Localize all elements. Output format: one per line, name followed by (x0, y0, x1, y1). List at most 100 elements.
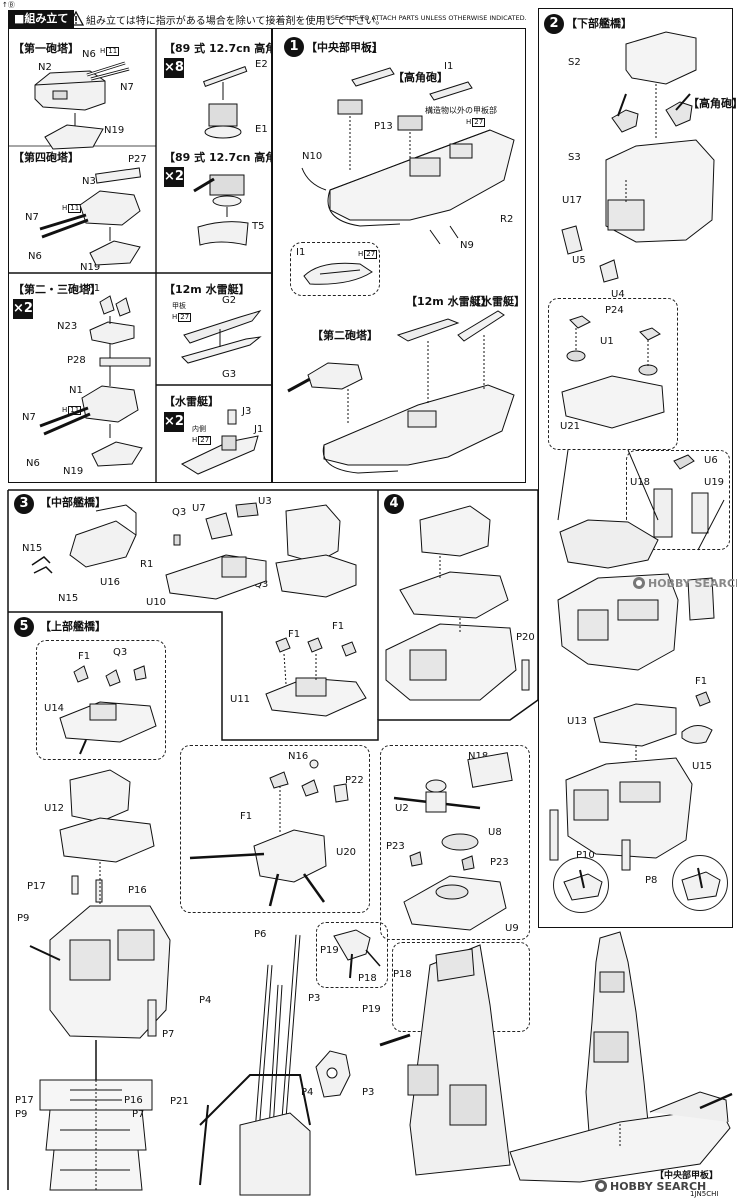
boat12m-title: 【12m 水雷艇】 (164, 283, 250, 296)
u20-drawing (184, 756, 368, 910)
part-label: P9 (15, 1109, 28, 1120)
step1-title: 【中央部甲板】 (306, 41, 383, 54)
part-label: P16 (128, 885, 147, 896)
quantity-badge: ×2 (13, 299, 33, 319)
step5-title: 【上部艦橋】 (40, 620, 106, 633)
detail-callout (290, 242, 380, 296)
part-label: P21 (170, 1096, 189, 1107)
u9-drawing (390, 752, 530, 937)
part-label: U14 (44, 703, 65, 714)
p19-detail-drawing (330, 926, 385, 986)
aa-gun-b-drawing (190, 165, 260, 250)
part-label: U19 (704, 477, 725, 488)
center-deck-label: 【中央部甲板】 (655, 1171, 719, 1181)
step-number: 4 (384, 494, 404, 514)
part-label: P18 (393, 969, 412, 980)
part-label: E1 (255, 124, 268, 135)
turret2-label: 【第二砲塔】 (312, 329, 378, 342)
final-assembly-drawing (500, 932, 735, 1192)
part-label: N19 (104, 125, 125, 136)
part-label: P24 (605, 305, 624, 316)
part-label: J1 (254, 424, 264, 435)
part-label: U1 (600, 336, 614, 347)
part-label: U4 (611, 289, 625, 300)
boat-detail-drawing (300, 256, 375, 294)
part-label: S3 (568, 152, 581, 163)
warning-icon (68, 11, 84, 26)
part-label: N3 (82, 176, 96, 187)
u14-drawing (50, 660, 162, 756)
detail-callout (548, 298, 678, 450)
part-label: P9 (17, 913, 30, 924)
part-label: F1 (288, 629, 301, 640)
turret1-drawing (25, 55, 145, 160)
part-label: N1 (69, 385, 83, 396)
aa-a-title: 【89 式 12.7cn 高角砲 A】 (164, 42, 311, 55)
part-label: P19 (320, 945, 339, 956)
detail-callout (36, 640, 166, 760)
part-label: R1 (140, 559, 154, 570)
quantity-badge: ×8 (164, 58, 184, 78)
part-label: N6 (28, 251, 42, 262)
part-label: N7 (120, 82, 134, 93)
part-label: P18 (358, 973, 377, 984)
part-label: T5 (252, 221, 265, 232)
deck-note: 甲板 (172, 302, 186, 310)
part-label: U18 (630, 477, 651, 488)
step2-title: 【下部艦橋】 (566, 17, 632, 30)
step-number: 3 (14, 494, 34, 514)
lower-bridge-drawing (556, 30, 726, 300)
part-label: P17 (27, 881, 46, 892)
step3-title: 【中部艦橋】 (40, 496, 106, 509)
boat-label: 【12m 水雷艇】 (406, 295, 492, 308)
quantity-badge: ×2 (164, 167, 184, 187)
part-label: P17 (15, 1095, 34, 1106)
u18-detail-drawing (640, 455, 728, 547)
part-label: P3 (308, 993, 321, 1004)
step4-assembly-drawing (380, 500, 535, 715)
part-label: F1 (78, 651, 91, 662)
part-label: P4 (301, 1087, 314, 1098)
part-label: P6 (254, 929, 267, 940)
aa-label: 【高角砲】 (393, 71, 448, 84)
part-label: N9 (460, 240, 474, 251)
part-label: P3 (362, 1087, 375, 1098)
turret23-drawing (30, 292, 150, 472)
part-label: G3 (222, 369, 237, 380)
part-label: U2 (395, 803, 409, 814)
detail-callout (180, 745, 370, 913)
part-label: F1 (695, 676, 708, 687)
torpedo-boat-drawing (178, 408, 268, 478)
part-label: P22 (345, 775, 364, 786)
part-label: J3 (242, 406, 252, 417)
part-label: U9 (505, 923, 519, 934)
part-label: U13 (567, 716, 588, 727)
part-label: N7 (25, 212, 39, 223)
part-label: U16 (100, 577, 121, 588)
detail-callout (626, 450, 730, 550)
step-number: 5 (14, 617, 34, 637)
part-label: N19 (80, 262, 101, 273)
mast-assembly-drawing (180, 925, 530, 1195)
finished-bridge-front-drawing (30, 1040, 180, 1195)
torpedo-title: 【水雷艇】 (164, 395, 219, 408)
part-label: I1 (296, 247, 306, 258)
part-label: Q3 (113, 647, 128, 658)
part-label: I1 (444, 61, 454, 72)
deck-note: 構造物以外の甲板部 (425, 106, 497, 115)
part-label: P23 (386, 841, 405, 852)
part-label: U15 (692, 761, 713, 772)
mid-bridge-drawing (26, 505, 376, 610)
panel-dividers (8, 28, 272, 483)
inner-note: 内側 (192, 425, 206, 433)
step-number: 1 (284, 37, 304, 57)
aa-label: 【高角砲】 (688, 97, 737, 110)
part-label: N15 (58, 593, 79, 604)
u11-drawing (256, 636, 376, 718)
part-label: P7 (162, 1029, 175, 1040)
part-label: P20 (516, 632, 535, 643)
part-label: G2 (222, 295, 237, 306)
